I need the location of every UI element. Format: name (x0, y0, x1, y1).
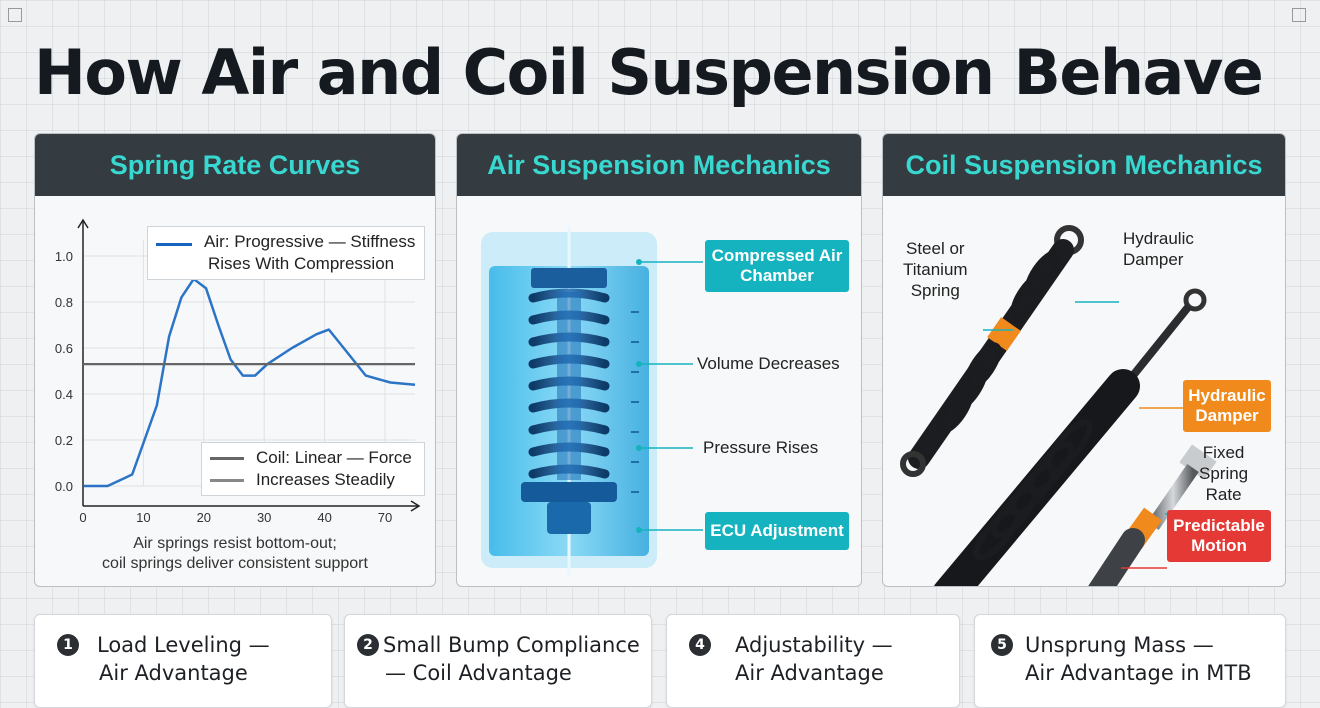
card-small-bump-compliance: 2 Small Bump Compliance — Coil Advantage (344, 614, 652, 708)
panel-header: Air Suspension Mechanics (457, 134, 861, 196)
card-text-line2: Air Advantage (735, 661, 884, 685)
panel-header: Coil Suspension Mechanics (883, 134, 1285, 196)
panel-header: Spring Rate Curves (35, 134, 435, 196)
tag-text-line1: Predictable (1173, 516, 1265, 535)
x-tick-label: 40 (317, 510, 331, 525)
card-load-leveling: 1 Load Leveling — Air Advantage (34, 614, 332, 708)
label-line3: Rate (1205, 485, 1242, 504)
y-tick-label: 0.4 (55, 387, 73, 402)
label-line2: Titanium (903, 260, 968, 279)
shock-base (521, 482, 617, 502)
label-line1: Fixed (1202, 443, 1245, 462)
coil-shock-illustration (900, 225, 1217, 586)
corner-mark-right (1292, 8, 1306, 22)
legend-coil-line2: Increases Steadily (256, 470, 395, 489)
legend-air-line1: Air: Progressive — Stiffness (204, 232, 416, 251)
x-tick-label: 20 (197, 510, 211, 525)
card-text-line1: Unsprung Mass — (1025, 633, 1214, 657)
legend-coil: Coil: Linear — Force Increases Steadily (201, 442, 425, 496)
label-line2: Damper (1123, 250, 1184, 269)
tag-text: ECU Adjustment (710, 521, 844, 540)
x-tick-label: 30 (257, 510, 271, 525)
tag-text-line1: Compressed Air (711, 246, 843, 265)
legend-air-swatch (156, 243, 192, 246)
card-adjustability: 4 Adjustability — Air Advantage (666, 614, 960, 708)
corner-mark-left (8, 8, 22, 22)
y-axis-arrow (77, 218, 89, 229)
coil-shock-1 (900, 225, 1084, 477)
label-line3: Spring (910, 281, 960, 300)
legend-coil-swatch-1 (210, 457, 244, 460)
label-fixed-spring-rate: Fixed Spring Rate (1199, 442, 1248, 505)
shock-base-lower (547, 502, 591, 534)
coil-shock-3 (1088, 444, 1217, 586)
label-steel-titanium-spring: Steel or Titanium Spring (903, 238, 968, 301)
legend-coil-line1: Coil: Linear — Force (256, 448, 412, 467)
card-number-badge: 5 (991, 634, 1013, 656)
tag-text-line1: Hydraulic (1188, 386, 1266, 405)
piston-rod (557, 292, 581, 480)
card-text-line1: Small Bump Compliance (383, 633, 640, 657)
y-tick-label: 0.2 (55, 433, 73, 448)
label-pressure-rises: Pressure Rises (703, 438, 819, 457)
card-text-line2: Air Advantage in MTB (1025, 661, 1252, 685)
card-number-badge: 4 (689, 634, 711, 656)
panel-air-suspension: Air Suspension Mechanics (456, 133, 862, 587)
tag-text-line2: Motion (1191, 536, 1247, 555)
y-tick-label: 1.0 (55, 249, 73, 264)
panel-body: Compressed Air Chamber Volume Decreases … (457, 196, 861, 586)
coil-shock-2 (934, 288, 1207, 586)
legend-air: Air: Progressive — Stiffness Rises With … (147, 226, 425, 280)
x-axis-arrow (410, 500, 421, 512)
chart-caption-line1: Air springs resist bottom-out; (133, 535, 337, 552)
label-hydraulic-damper: Hydraulic Damper (1123, 228, 1194, 270)
tag-text-line2: Damper (1195, 406, 1259, 425)
air-shock-illustration (481, 226, 703, 576)
card-text-line2: Air Advantage (99, 661, 248, 685)
page-title: How Air and Coil Suspension Behave (34, 36, 1264, 109)
panel-body: 0.0 0.2 0.4 0.6 0.8 1.0 0 10 20 30 40 70 Air: Progr… (35, 196, 435, 586)
series-line-air (83, 277, 416, 488)
card-number-badge: 2 (357, 634, 379, 656)
y-tick-label: 0.6 (55, 341, 73, 356)
card-number-badge: 1 (57, 634, 79, 656)
panel-spring-rate-curves: Spring Rate Curves 0.0 0.2 0.4 0.6 0.8 1.0 0 10… (34, 133, 436, 587)
card-text-line1: Load Leveling — (97, 633, 270, 657)
y-tick-label: 0.8 (55, 295, 73, 310)
panel-body: Steel or Titanium Spring Hydraulic Dampe… (883, 196, 1285, 586)
panel-coil-suspension: Coil Suspension Mechanics (882, 133, 1286, 587)
card-unsprung-mass: 5 Unsprung Mass — Air Advantage in MTB (974, 614, 1286, 708)
label-line1: Steel or (905, 239, 965, 258)
shock-top-cap (531, 268, 607, 288)
chart-caption-line2: coil springs deliver consistent support (102, 555, 368, 572)
legend-coil-swatch-2 (210, 479, 244, 482)
tag-ecu-adjustment: ECU Adjustment (705, 512, 849, 550)
label-volume-decreases: Volume Decreases (697, 354, 840, 373)
label-line1: Hydraulic (1123, 229, 1194, 248)
card-text-line1: Adjustability — (735, 633, 893, 657)
tag-compressed-air-chamber: Compressed Air Chamber (705, 240, 849, 292)
tag-text-line2: Chamber (740, 266, 814, 285)
tag-hydraulic-damper: Hydraulic Damper (1183, 380, 1271, 432)
tag-predictable-motion: Predictable Motion (1167, 510, 1271, 562)
y-tick-label: 0.0 (55, 479, 73, 494)
card-text-line2: — Coil Advantage (385, 661, 572, 685)
legend-air-line2: Rises With Compression (208, 254, 395, 273)
label-line2: Spring (1199, 464, 1249, 483)
x-tick-label: 70 (378, 510, 392, 525)
x-tick-label: 0 (79, 510, 86, 525)
x-tick-label: 10 (136, 510, 150, 525)
